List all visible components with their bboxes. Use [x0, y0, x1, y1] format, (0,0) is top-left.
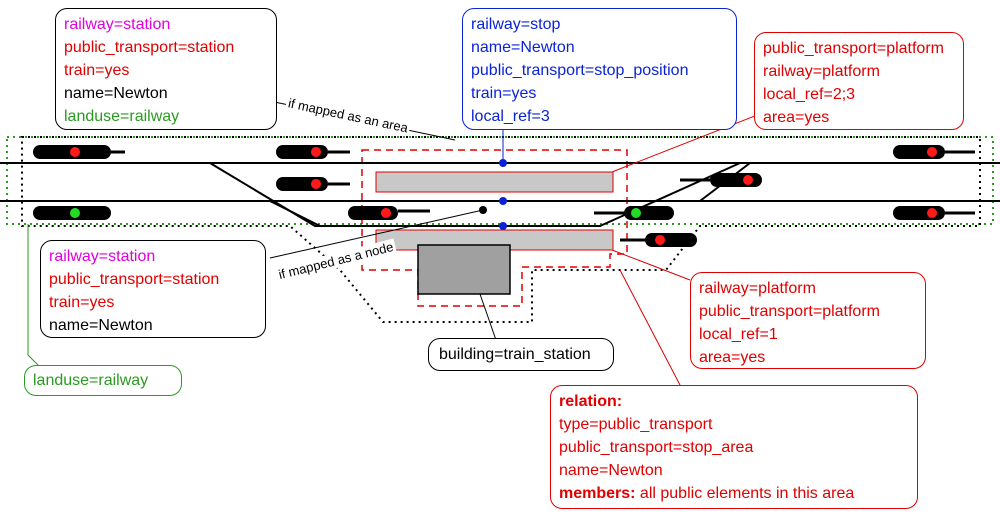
tag-landuse: landuse=railway — [33, 372, 149, 389]
signal-second-right — [680, 173, 762, 187]
relation-name: name=Newton — [559, 462, 663, 479]
tag-local-ref: local_ref=3 — [471, 108, 550, 125]
relation-public-transport: public_transport=stop_area — [559, 439, 754, 456]
signal-third-far-right — [893, 206, 975, 220]
signal-lower-right — [620, 233, 697, 247]
tag-landuse: landuse=railway — [64, 108, 180, 125]
landuse-tags: landuse=railway — [24, 365, 182, 396]
tag-train-yes: train=yes — [49, 294, 115, 311]
tag-public-transport-station: public_transport=station — [49, 271, 220, 288]
tag-public-transport-stop-position: public_transport=stop_position — [471, 62, 689, 79]
tag-name: name=Newton — [471, 39, 575, 56]
connector-building — [479, 293, 497, 341]
tag-public-transport-station: public_transport=station — [64, 39, 235, 56]
tag-local-ref: local_ref=1 — [699, 326, 778, 343]
connector-station-node — [269, 209, 484, 259]
relation-tags: relation: type=public_transport public_t… — [550, 385, 918, 509]
tag-railway-platform: railway=platform — [699, 280, 816, 297]
platform-upper — [375, 171, 614, 193]
signal-third-mid — [348, 206, 430, 220]
relation-type: type=public_transport — [559, 416, 713, 433]
station-node-tags: railway=station public_transport=station… — [40, 240, 266, 338]
tag-local-ref: local_ref=2;3 — [763, 86, 856, 103]
station-building — [417, 244, 511, 295]
connector-platform-upper — [611, 109, 771, 173]
relation-members-label: members: — [559, 485, 636, 502]
signal-second-mid — [276, 177, 350, 191]
tag-railway-stop: railway=stop — [471, 16, 561, 33]
platform-upper-tags: public_transport=platform railway=platfo… — [754, 32, 964, 130]
stop-position-node-2 — [499, 197, 507, 205]
tag-railway-station: railway=station — [49, 248, 156, 265]
relation-members-text: all public elements in this area — [635, 485, 855, 502]
relation-members: members: all public elements in this are… — [559, 482, 909, 505]
signal-third-right-green — [594, 206, 674, 220]
tag-train-yes: train=yes — [471, 85, 537, 102]
tag-area-yes: area=yes — [699, 349, 766, 366]
tag-railway-platform: railway=platform — [763, 63, 880, 80]
platform-lower-tags: railway=platform public_transport=platfo… — [690, 272, 926, 369]
tag-area-yes: area=yes — [763, 109, 830, 126]
tag-public-transport-platform: public_transport=platform — [699, 303, 880, 320]
signal-upper-right — [893, 145, 975, 159]
connector-relation — [619, 269, 681, 386]
connector-platform-lower — [611, 249, 691, 281]
track-switch-left — [269, 200, 321, 227]
track-lower — [209, 162, 741, 227]
signal-upper-left — [33, 145, 125, 159]
tag-name: name=Newton — [64, 85, 168, 102]
tag-railway-station: railway=station — [64, 16, 171, 33]
stop-area-outline — [361, 149, 628, 307]
relation-heading: relation: — [559, 393, 623, 410]
tag-building: building=train_station — [439, 346, 591, 363]
building-tags: building=train_station — [428, 338, 614, 371]
signal-upper-mid — [276, 145, 350, 159]
station-area-outline — [21, 136, 981, 323]
connector-landuse — [27, 224, 39, 366]
tag-name: name=Newton — [49, 317, 153, 334]
tag-public-transport-platform: public_transport=platform — [763, 40, 944, 57]
tag-train-yes: train=yes — [64, 62, 130, 79]
signal-third-left — [33, 206, 111, 220]
station-area-tags: railway=station public_transport=station… — [55, 8, 277, 130]
stop-position-tags: railway=stop name=Newton public_transpor… — [462, 8, 737, 130]
stop-position-node-3 — [499, 222, 507, 230]
